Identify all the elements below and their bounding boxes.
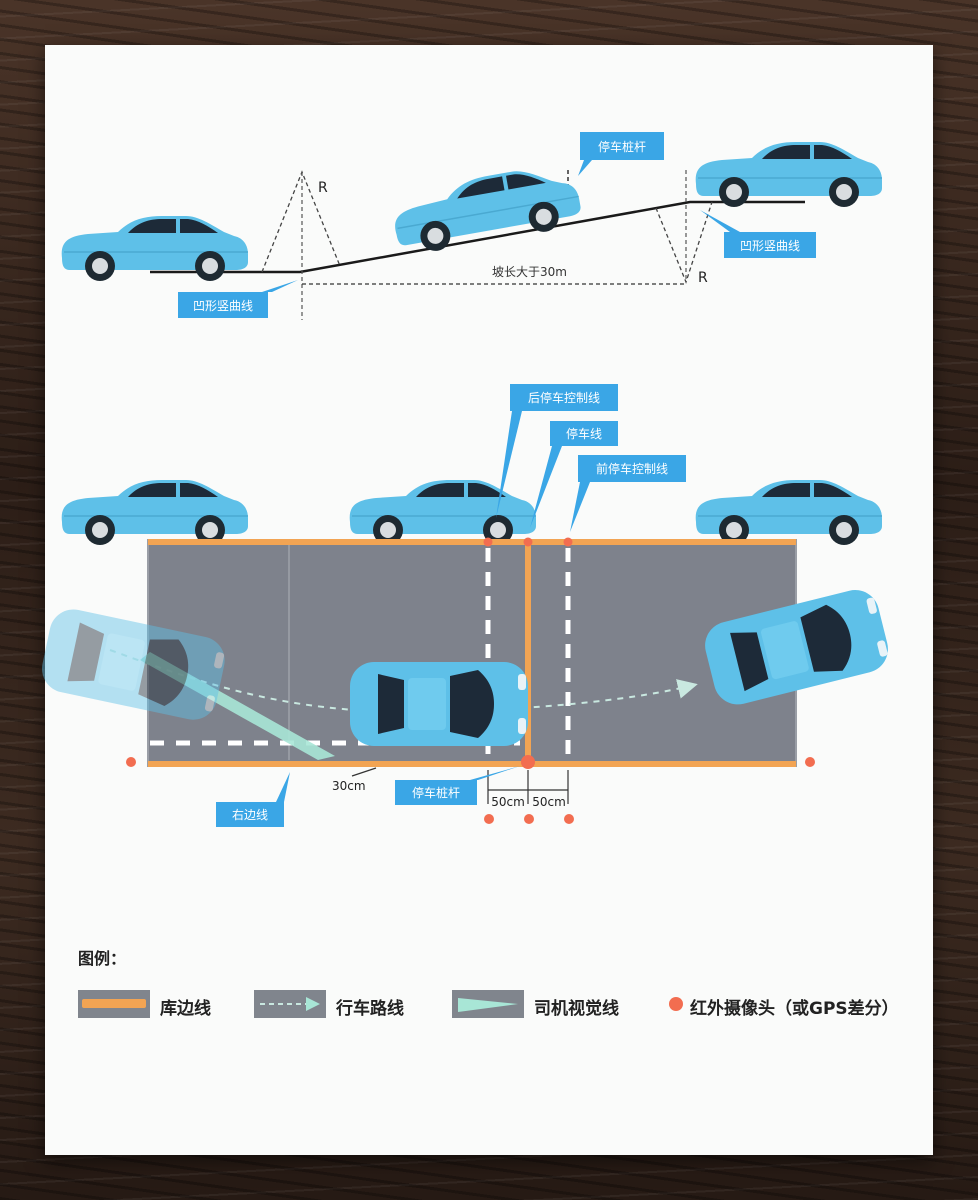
concave-r-triangle: [655, 201, 713, 284]
label-50cm-right: 50cm: [532, 795, 566, 809]
legend-orange-bar: [78, 990, 150, 1018]
car-top-level: [694, 141, 883, 208]
callout-concave-curve: 凹形竖曲线: [700, 210, 816, 258]
svg-text:停车桩杆: 停车桩杆: [412, 785, 460, 800]
callout-right-edge-line: 右边线: [216, 772, 290, 827]
svg-text:停车桩杆: 停车桩杆: [598, 139, 646, 154]
sensor-dot: [805, 757, 815, 767]
legend-wedge: [452, 990, 524, 1018]
legend-dashed-arrow: [254, 990, 326, 1018]
sensor-dot: [483, 537, 493, 547]
callout-convex-curve: 凹形竖曲线: [178, 280, 298, 318]
callout-front-control-line: 前停车控制线: [570, 455, 686, 532]
svg-text:后停车控制线: 后停车控制线: [528, 390, 600, 405]
sensor-dot: [484, 814, 494, 824]
legend-label-sensor: 红外摄像头（或GPS差分）: [690, 999, 899, 1019]
slope-ground-line: [150, 200, 805, 274]
svg-text:凹形竖曲线: 凹形竖曲线: [193, 299, 253, 313]
callout-stop-pole-top: 停车桩杆: [578, 132, 664, 176]
label-30cm: 30cm: [332, 779, 366, 793]
car-ref-right: [694, 479, 883, 546]
svg-text:凹形竖曲线: 凹形竖曲线: [740, 239, 800, 253]
sensor-dot: [563, 537, 573, 547]
label-r-top: R: [318, 180, 328, 196]
svg-text:前停车控制线: 前停车控制线: [596, 461, 668, 476]
callout-stop-line: 停车线: [530, 421, 618, 528]
legend-red-dot: [669, 997, 683, 1011]
parking-diagram: 50cm 50cm 30cm 后停车控制线 停车线 前停车控制线 右边线: [37, 384, 894, 827]
svg-text:右边线: 右边线: [232, 807, 268, 822]
car-ref-left: [60, 479, 249, 546]
sensor-dot: [523, 537, 533, 547]
sensor-dot: [564, 814, 574, 824]
stop-pole-marker: [521, 755, 535, 769]
slope-diagram: R R 坡长大于30m 停车桩杆 凹形竖曲线 凹形竖曲线: [60, 132, 883, 320]
sensor-dot: [524, 814, 534, 824]
legend-label-driving-path: 行车路线: [336, 999, 404, 1019]
legend-label-driver-sight: 司机视觉线: [534, 999, 619, 1019]
callout-rear-control-line: 后停车控制线: [496, 384, 618, 518]
label-r-bottom: R: [698, 270, 708, 286]
label-50cm-left: 50cm: [491, 795, 525, 809]
callout-stop-pole-bottom: 停车桩杆: [395, 766, 520, 805]
label-slope-length: 坡长大于30m: [492, 265, 567, 279]
sensor-dot: [126, 757, 136, 767]
car-parked: [350, 662, 528, 746]
convex-r-triangle: [261, 170, 341, 273]
legend-symbols: [78, 990, 683, 1018]
legend-title: 图例：: [78, 949, 127, 968]
car-ref-middle: [348, 479, 537, 546]
car-on-slope: [388, 160, 585, 259]
svg-text:停车线: 停车线: [566, 426, 602, 441]
legend-label-lane-border: 库边线: [160, 999, 211, 1019]
